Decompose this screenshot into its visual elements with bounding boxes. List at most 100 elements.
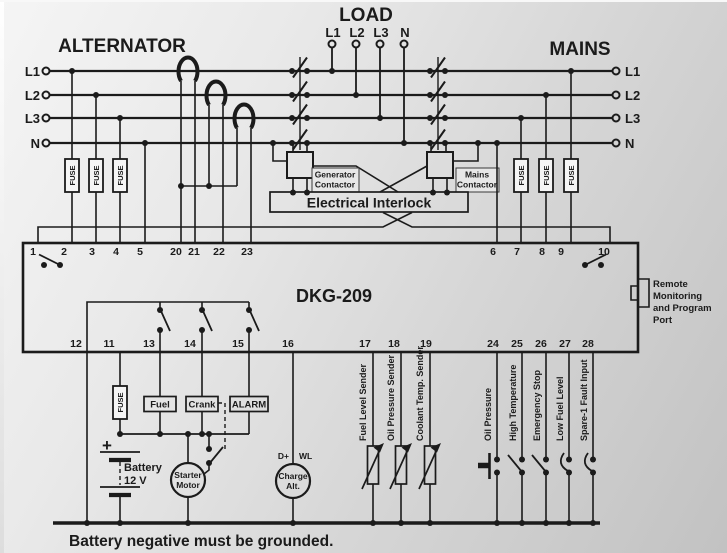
terminal-label: 13 [143,338,155,350]
mains-contactor-label: Contactor [457,180,498,190]
terminal-label: 15 [232,338,244,350]
coolant-temp-sender-label: Coolant Temp. Sender [415,346,425,441]
terminal-circle [611,90,621,100]
mains-n-label: N [625,136,634,151]
starter-motor: Starter Motor [169,402,226,523]
coil-top-leads [292,143,447,152]
terminal-label: 8 [539,246,545,258]
terminal-label: 24 [487,338,499,350]
terminal-circle [327,39,337,49]
load-terminals: L1 L2 L3 N [325,25,410,143]
terminal-label: 10 [598,246,610,258]
terminal-label: 23 [241,246,253,258]
terminal-label: 22 [213,246,225,258]
crank-box [185,395,219,413]
interlock-cross-upper [313,165,428,193]
sender-resistor-icon [366,445,380,485]
sender-arrows [361,446,439,490]
electrical-interlock: Electrical Interlock [269,191,469,213]
load-title: LOAD [339,5,393,26]
fuse-icon: FUSE [538,158,554,193]
mains-l3-label: L3 [625,111,640,126]
battery-short-plates [109,457,131,498]
crank-label: Crank [189,400,217,411]
svg-text:FUSE: FUSE [542,165,551,185]
solenoid-wires [203,434,210,475]
generator-contactor-label: Contactor [315,180,356,190]
terminal-label: 6 [490,246,496,258]
dkg-top-terminal-labels: 1 2 3 4 5 20 21 22 23 6 7 8 9 10 [30,246,610,258]
emergency-stop-input-label: Emergency Stop [532,369,542,441]
charge-alt-label: Charge [278,471,308,481]
battery-label: Battery [124,462,163,474]
terminal-label: 16 [282,338,294,350]
svg-text:FUSE: FUSE [116,392,125,412]
load-l3-label: L3 [373,25,388,40]
terminal-circle [41,138,51,148]
alarm-box [229,395,269,413]
terminal-circle [351,39,361,49]
alt-l2-label: L2 [25,88,40,103]
remote-port-label: Remote [653,279,688,290]
terminal-circle [41,66,51,76]
internal-relay-blades [160,310,260,332]
terminal-label: 28 [582,338,594,350]
interlock-cross-lower [37,211,611,243]
senders-section: Fuel Level Sender Oil Pressure Sender Co… [358,346,441,490]
alt-n-label: N [31,136,40,151]
terminal-circle [41,113,51,123]
terminal-label: 26 [535,338,547,350]
terminal-label: 17 [359,338,371,350]
phase-bus-lines [50,69,612,145]
terminal-circle [399,39,409,49]
svg-text:FUSE: FUSE [517,165,526,185]
dkg-box [21,241,640,354]
terminal-label: 14 [184,338,196,350]
d-plus-label: D+ [278,451,289,461]
load-n-label: N [400,25,409,40]
input-switch-blades-curved [559,452,593,472]
ct-icon [232,102,256,130]
dkg-controller: DKG-209 Remote Monitoring and Program Po… [21,241,712,354]
mains-l2-label: L2 [625,88,640,103]
terminal-label: 11 [103,338,114,350]
mains-contactor-label: Mains [465,170,489,180]
terminal-label: 7 [514,246,520,258]
load-l2-label: L2 [349,25,364,40]
footer-note: Battery negative must be grounded. [69,533,333,550]
mains-l1-label: L1 [625,64,640,79]
terminal-label: 2 [61,246,67,258]
interlock-label: Electrical Interlock [307,195,432,211]
oil-pressure-sender-label: Oil Pressure Sender [386,354,396,441]
spare-fault-input-label: Spare-1 Fault Input [579,359,589,441]
terminal-label: 12 [70,338,82,350]
junction-dots [41,68,604,526]
remote-port-icon [630,278,650,308]
contactor-blades [430,56,446,151]
battery-long-plates [100,451,140,488]
terminal-circle [611,113,621,123]
digital-inputs-section: Oil Pressure High Temperature Emergency … [478,359,593,479]
interlock-wiring [37,143,611,243]
oil-pressure-input-label: Oil Pressure [483,388,493,441]
generator-contactor-switch [292,56,308,151]
svg-text:FUSE: FUSE [92,165,101,185]
starter-label: Starter [174,470,202,480]
input-switch-blades [507,454,547,473]
terminal-label: 25 [511,338,523,350]
remote-port-label: Monitoring [653,291,702,302]
interlock-box [269,191,469,213]
ct-icon [176,55,200,83]
terminal-circle [41,90,51,100]
fuel-box [143,395,177,413]
terminal-label: 5 [137,246,143,258]
terminal-label: 4 [113,246,119,258]
terminal-label: 18 [388,338,400,350]
battery-plus-sign: + [102,436,112,455]
bottom-risers [86,352,594,523]
fuse-icon: FUSE [112,158,128,193]
alternator-title: ALTERNATOR [58,36,186,57]
low-fuel-level-input-label: Low Fuel Level [555,376,565,441]
